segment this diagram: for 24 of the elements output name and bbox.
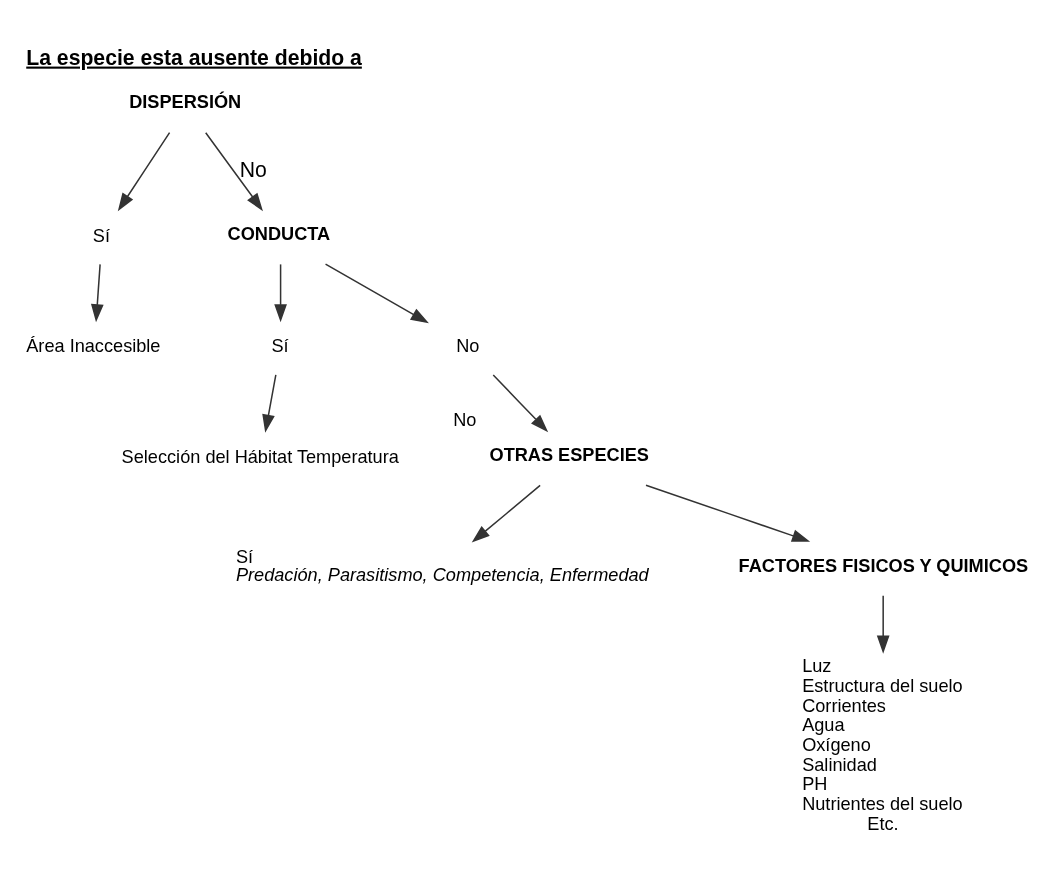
diagram-title: La especie esta ausente debido a xyxy=(26,45,362,69)
arrow xyxy=(274,263,287,322)
arrow xyxy=(492,373,549,432)
arrow xyxy=(471,484,541,543)
arrow xyxy=(262,373,277,433)
edge-label: No xyxy=(239,157,267,181)
node-text: OTRAS ESPECIES xyxy=(489,444,649,465)
node-text: Sí xyxy=(92,225,111,246)
arrow xyxy=(645,483,811,542)
node-text: Área Inaccesible xyxy=(26,335,161,356)
arrow xyxy=(324,262,429,323)
node-text: DISPERSIÓN xyxy=(129,91,242,112)
arrow xyxy=(876,594,890,654)
node-text: FACTORES FISICOS Y QUIMICOS xyxy=(738,555,1029,576)
node-text: CONDUCTA xyxy=(227,223,331,244)
node-label: No xyxy=(453,409,477,429)
node-text: No xyxy=(456,335,480,356)
arrow xyxy=(117,131,171,211)
node-text: Selección del Hábitat Temperatura xyxy=(121,446,399,467)
arrow xyxy=(90,263,104,322)
node-text: Sí xyxy=(271,335,289,356)
node-text: Luz Estructura del suelo Corrientes Agua Oxígeno Salinidad PH Nutrientes del suelo Etc. xyxy=(802,655,963,834)
node-text: Sí Predación, Parasitismo, Competencia, Enfermedad xyxy=(235,546,649,585)
arrow xyxy=(204,131,263,211)
